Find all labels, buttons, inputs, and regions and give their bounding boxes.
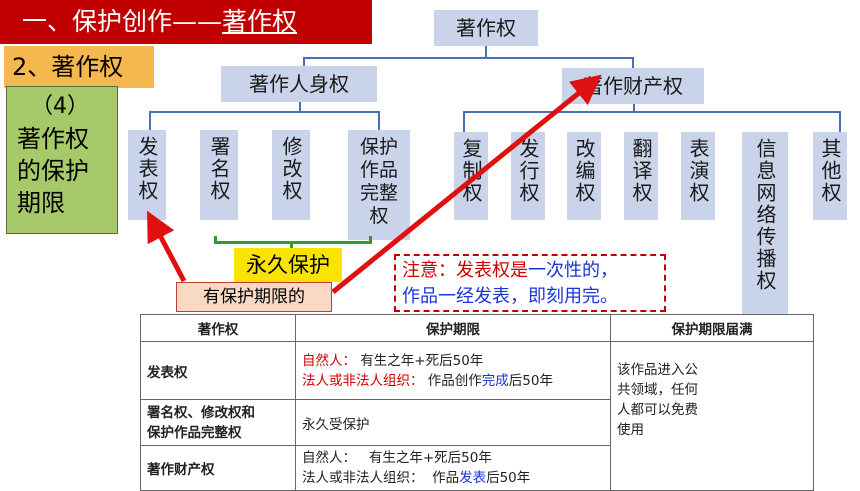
expiry-line: 人都可以免费 bbox=[617, 402, 698, 418]
leaf-reproduction-right: 复制权 bbox=[454, 132, 488, 220]
leaf-distribution-right: 发行权 bbox=[511, 132, 545, 220]
row-period: 自然人： 有生之年+死后50年 法人或非法人组织： 作品创作完成后50年 bbox=[295, 341, 611, 400]
title-underlined: 著作权 bbox=[222, 7, 298, 36]
leaf-performance-right: 表演权 bbox=[681, 132, 715, 220]
leaf-integrity-right: 保护作品完整权 bbox=[348, 130, 410, 240]
connector bbox=[632, 57, 634, 68]
row-period: 永久受保护 bbox=[295, 399, 611, 446]
protection-period-table: 著作权 保护期限 保护期限届满 发表权 自然人： 有生之年+死后50年 法人或非… bbox=[140, 314, 814, 491]
period-text: 后50年 bbox=[508, 372, 553, 389]
leaf-label: 发行权 bbox=[516, 138, 540, 204]
note-line-2: 作品一经发表，即刻用完。 bbox=[402, 286, 618, 307]
leaf-label: 翻译权 bbox=[629, 138, 653, 204]
leaf-adaptation-right: 改编权 bbox=[567, 132, 601, 220]
leaf-modification-right: 修改权 bbox=[272, 130, 310, 220]
bracket bbox=[369, 236, 372, 243]
period-highlight: 发表 bbox=[459, 470, 487, 486]
expiry-cell: 该作品进入公 共领域，任何 人都可以免费 使用 bbox=[610, 341, 814, 491]
leaf-label: 保护作品完整权 bbox=[359, 136, 398, 227]
expiry-line: 共领域，任何 bbox=[617, 382, 698, 398]
bracket bbox=[290, 243, 293, 249]
connector bbox=[839, 111, 841, 133]
note-part-b: 一次性的， bbox=[528, 260, 618, 281]
period-text: 作品创作 bbox=[427, 372, 482, 389]
page-title: 一、保护创作——著作权 bbox=[0, 0, 372, 44]
period-label: 法人或非法人组织： bbox=[302, 372, 424, 389]
leaf-label: 表演权 bbox=[686, 138, 710, 204]
connector bbox=[463, 111, 840, 113]
leaf-publication-right: 发表权 bbox=[128, 130, 166, 220]
tree-root: 著作权 bbox=[434, 10, 538, 46]
connector bbox=[303, 57, 633, 59]
topic-line-4: 期限 bbox=[17, 189, 65, 217]
bracket bbox=[214, 241, 372, 244]
period-label: 自然人： bbox=[302, 352, 356, 369]
period-highlight: 完成 bbox=[481, 372, 509, 389]
table-header: 著作权 bbox=[140, 314, 296, 342]
topic-line-2: 著作权 bbox=[17, 125, 89, 153]
leaf-label: 其他权 bbox=[818, 138, 842, 204]
bracket bbox=[214, 236, 217, 243]
connector bbox=[299, 102, 301, 112]
note-part-a: 注意：发表权是 bbox=[402, 260, 528, 281]
topic-line-3: 的保护 bbox=[17, 157, 89, 185]
note-box: 注意：发表权是一次性的， 作品一经发表，即刻用完。 bbox=[394, 254, 666, 312]
leaf-label: 信息网络传播权 bbox=[753, 138, 777, 292]
expiry-line: 该作品进入公 bbox=[617, 362, 698, 378]
period-text: 法人或非法人组织： 作品 bbox=[302, 470, 460, 486]
table-header: 保护期限届满 bbox=[610, 314, 814, 342]
permanent-protection-label: 永久保护 bbox=[234, 248, 342, 282]
row-name: 署名权、修改权和 保护作品完整权 bbox=[140, 399, 296, 446]
table-header: 保护期限 bbox=[295, 314, 611, 342]
connector bbox=[149, 111, 151, 131]
leaf-authorship-right: 署名权 bbox=[200, 130, 238, 220]
leaf-network-right: 信息网络传播权 bbox=[742, 132, 788, 324]
arrow-to-publication-right bbox=[147, 210, 187, 283]
leaf-label: 改编权 bbox=[572, 138, 596, 204]
leaf-label: 署名权 bbox=[207, 136, 231, 202]
connector bbox=[378, 111, 380, 131]
leaf-other-rights: 其他权 bbox=[813, 132, 847, 220]
limited-protection-label: 有保护期限的 bbox=[176, 282, 332, 312]
row-period: 自然人： 有生之年+死后50年 法人或非法人组织： 作品发表后50年 bbox=[295, 445, 611, 491]
connector bbox=[485, 46, 487, 58]
personal-rights-node: 著作人身权 bbox=[221, 66, 377, 102]
expiry-line: 使用 bbox=[617, 422, 644, 438]
leaf-label: 修改权 bbox=[279, 136, 303, 202]
period-text: 后50年 bbox=[486, 470, 531, 486]
connector bbox=[149, 111, 379, 113]
connector bbox=[463, 111, 465, 133]
section-subtitle: 2、著作权 bbox=[4, 46, 154, 88]
connector bbox=[303, 57, 305, 66]
row-name-line: 署名权、修改权和 bbox=[147, 404, 255, 421]
row-name: 著作财产权 bbox=[140, 445, 296, 491]
period-text: 有生之年+死后50年 bbox=[360, 352, 484, 369]
row-name-line: 保护作品完整权 bbox=[147, 424, 242, 441]
period-text: 自然人： 有生之年+死后50年 bbox=[302, 450, 492, 466]
topic-box: （4） 著作权 的保护 期限 bbox=[6, 86, 118, 234]
row-name: 发表权 bbox=[140, 341, 296, 400]
connector bbox=[633, 104, 635, 112]
arrow-to-property-rights bbox=[331, 74, 602, 294]
leaf-label: 发表权 bbox=[135, 136, 159, 202]
topic-line-1: （4） bbox=[31, 94, 89, 119]
leaf-translation-right: 翻译权 bbox=[624, 132, 658, 220]
title-prefix: 一、保护创作—— bbox=[22, 7, 223, 36]
